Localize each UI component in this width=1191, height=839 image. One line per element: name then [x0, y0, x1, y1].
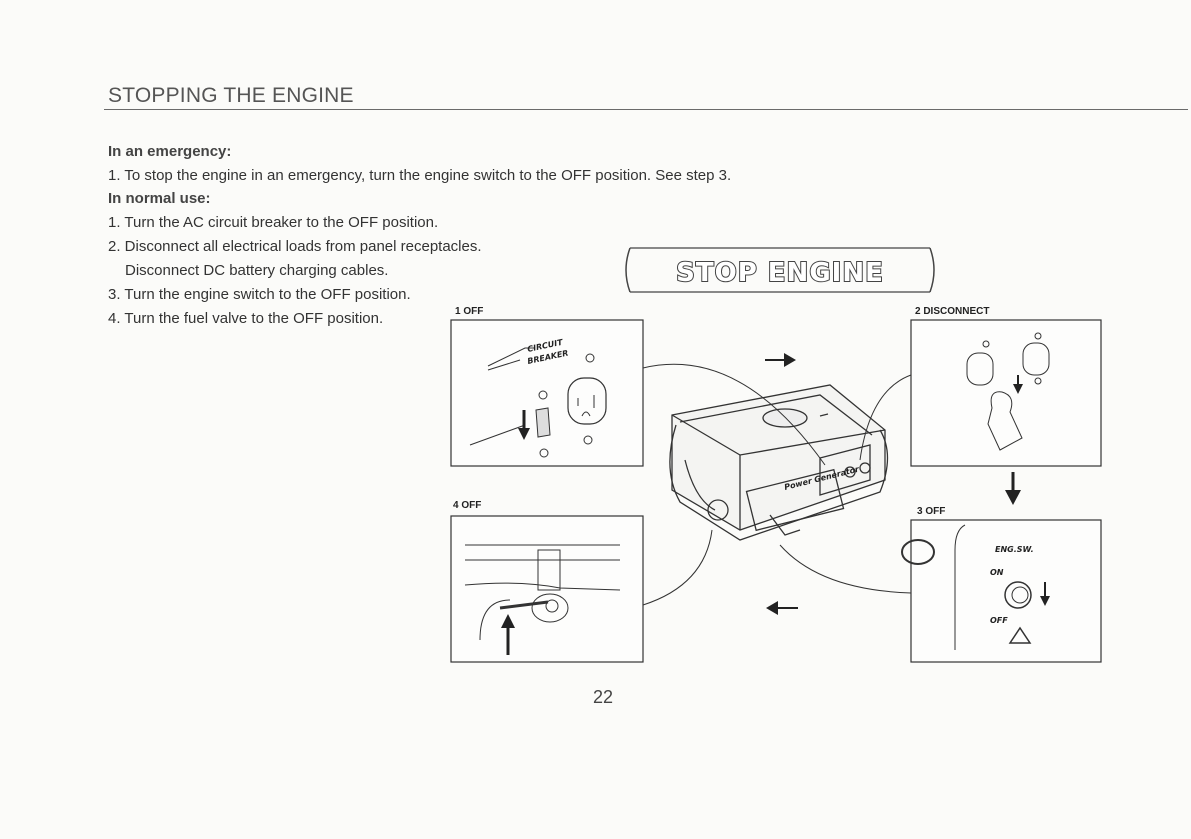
panel-circuit-breaker: CIRCUIT BREAKER: [450, 319, 644, 467]
panel-label-2: 2 DISCONNECT: [915, 306, 989, 317]
normal-step-2-continued: Disconnect DC battery charging cables.: [125, 262, 389, 279]
panel-label-1: 1 OFF: [455, 306, 483, 317]
switch-on-label: ON: [990, 568, 1004, 577]
panel-disconnect: [910, 319, 1102, 467]
normal-step-2: 2. Disconnect all electrical loads from …: [108, 238, 482, 255]
page-number: 22: [593, 687, 614, 707]
normal-heading: In normal use:: [108, 190, 211, 207]
arrow-right: [765, 353, 796, 367]
panel-label-4: 4 OFF: [453, 500, 481, 511]
arrow-down: [1005, 472, 1021, 505]
emergency-heading: In an emergency:: [108, 143, 232, 160]
switch-off-label: OFF: [990, 616, 1008, 625]
normal-step-1: 1. Turn the AC circuit breaker to the OF…: [108, 214, 439, 231]
panel-engine-switch: ENG.SW. ON OFF: [901, 519, 1102, 663]
panel-label-3: 3 OFF: [917, 506, 945, 517]
connector-lines: [642, 363, 912, 606]
generator-drawing: [669, 384, 889, 541]
title-divider: [104, 109, 1188, 110]
banner-text: STOP ENGINE: [676, 258, 884, 288]
arrow-left: [766, 601, 798, 615]
normal-step-3: 3. Turn the engine switch to the OFF pos…: [108, 286, 411, 303]
stop-engine-illustration: STOP ENGINE 1 OFF 2 DISCONNECT 3 OFF 4 O…: [450, 247, 1102, 663]
normal-step-4: 4. Turn the fuel valve to the OFF positi…: [108, 310, 384, 327]
page-title: STOPPING THE ENGINE: [108, 84, 354, 107]
panel-fuel-valve: [450, 515, 644, 663]
emergency-step-1: 1. To stop the engine in an emergency, t…: [108, 167, 732, 184]
switch-name-label: ENG.SW.: [995, 545, 1034, 554]
stop-engine-banner: STOP ENGINE: [625, 247, 935, 293]
